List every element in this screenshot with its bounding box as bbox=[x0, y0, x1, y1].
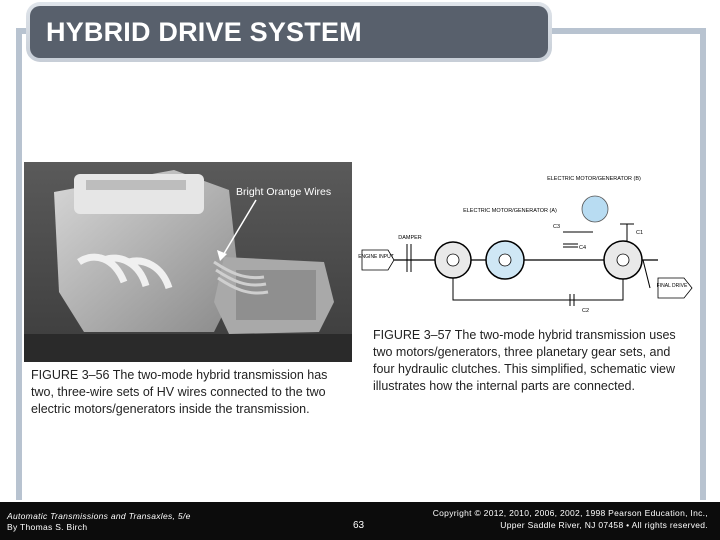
output-link bbox=[642, 259, 651, 289]
final-drive-label: FINAL DRIVE bbox=[657, 283, 688, 289]
slide-footer: Automatic Transmissions and Transaxles, … bbox=[0, 502, 720, 540]
engine-input-arrow bbox=[361, 249, 395, 271]
engine-photo: Bright Orange Wires bbox=[24, 162, 352, 362]
exhaust-headers bbox=[77, 253, 173, 290]
clutch-c1-label: C1 bbox=[636, 230, 643, 236]
manifold-ridge bbox=[86, 180, 186, 190]
clutch-c2-label: C2 bbox=[582, 308, 589, 314]
caption-figure-3-57-text: The two-mode hybrid transmission uses tw… bbox=[373, 328, 676, 393]
callout-arrow-line bbox=[221, 199, 257, 258]
final-drive-arrow bbox=[657, 277, 693, 299]
clutch-c4-label: C4 bbox=[579, 245, 586, 251]
footer-copyright-line1: Copyright © 2012, 2010, 2006, 2002, 1998… bbox=[432, 508, 708, 518]
caption-figure-3-56: FIGURE 3–56 The two-mode hybrid transmis… bbox=[31, 367, 346, 418]
slide-title: HYBRID DRIVE SYSTEM bbox=[46, 16, 362, 47]
photo-callout-label: Bright Orange Wires bbox=[236, 186, 331, 198]
motor-b-circle bbox=[581, 195, 609, 223]
slide-frame-left bbox=[16, 28, 22, 500]
title-bar: HYBRID DRIVE SYSTEM bbox=[30, 6, 548, 58]
photo-floor bbox=[24, 334, 352, 362]
planetary-sun-2 bbox=[498, 253, 512, 267]
orange-hv-wires bbox=[213, 260, 269, 295]
planetary-sun-3 bbox=[616, 253, 630, 267]
slide-frame-right bbox=[700, 28, 706, 500]
caption-figure-3-57: FIGURE 3–57 The two-mode hybrid transmis… bbox=[373, 327, 688, 395]
motor-a-label: ELECTRIC MOTOR/GENERATOR (A) bbox=[463, 208, 557, 214]
motor-b-label: ELECTRIC MOTOR/GENERATOR (B) bbox=[547, 176, 641, 182]
planetary-sun-1 bbox=[446, 253, 460, 267]
caption-figure-3-57-number: FIGURE 3–57 bbox=[373, 328, 452, 342]
caption-figure-3-56-text: The two-mode hybrid transmission has two… bbox=[31, 368, 328, 416]
footer-author: By Thomas S. Birch bbox=[7, 522, 88, 532]
caption-figure-3-56-number: FIGURE 3–56 bbox=[31, 368, 110, 382]
callout-arrow-head bbox=[217, 250, 227, 261]
title-tab: HYBRID DRIVE SYSTEM bbox=[26, 2, 552, 62]
engine-input-label: ENGINE INPUT bbox=[358, 254, 394, 260]
footer-book-title: Automatic Transmissions and Transaxles, … bbox=[7, 511, 191, 521]
schematic-diagram: ELECTRIC MOTOR/GENERATOR (B) ELECTRIC MO… bbox=[358, 176, 693, 314]
clutch-c3-label: C3 bbox=[553, 224, 560, 230]
footer-copyright-line2: Upper Saddle River, NJ 07458 • All right… bbox=[500, 520, 708, 530]
lower-connector bbox=[452, 278, 624, 301]
damper-label: DAMPER bbox=[398, 235, 422, 241]
footer-page-number: 63 bbox=[353, 520, 365, 531]
